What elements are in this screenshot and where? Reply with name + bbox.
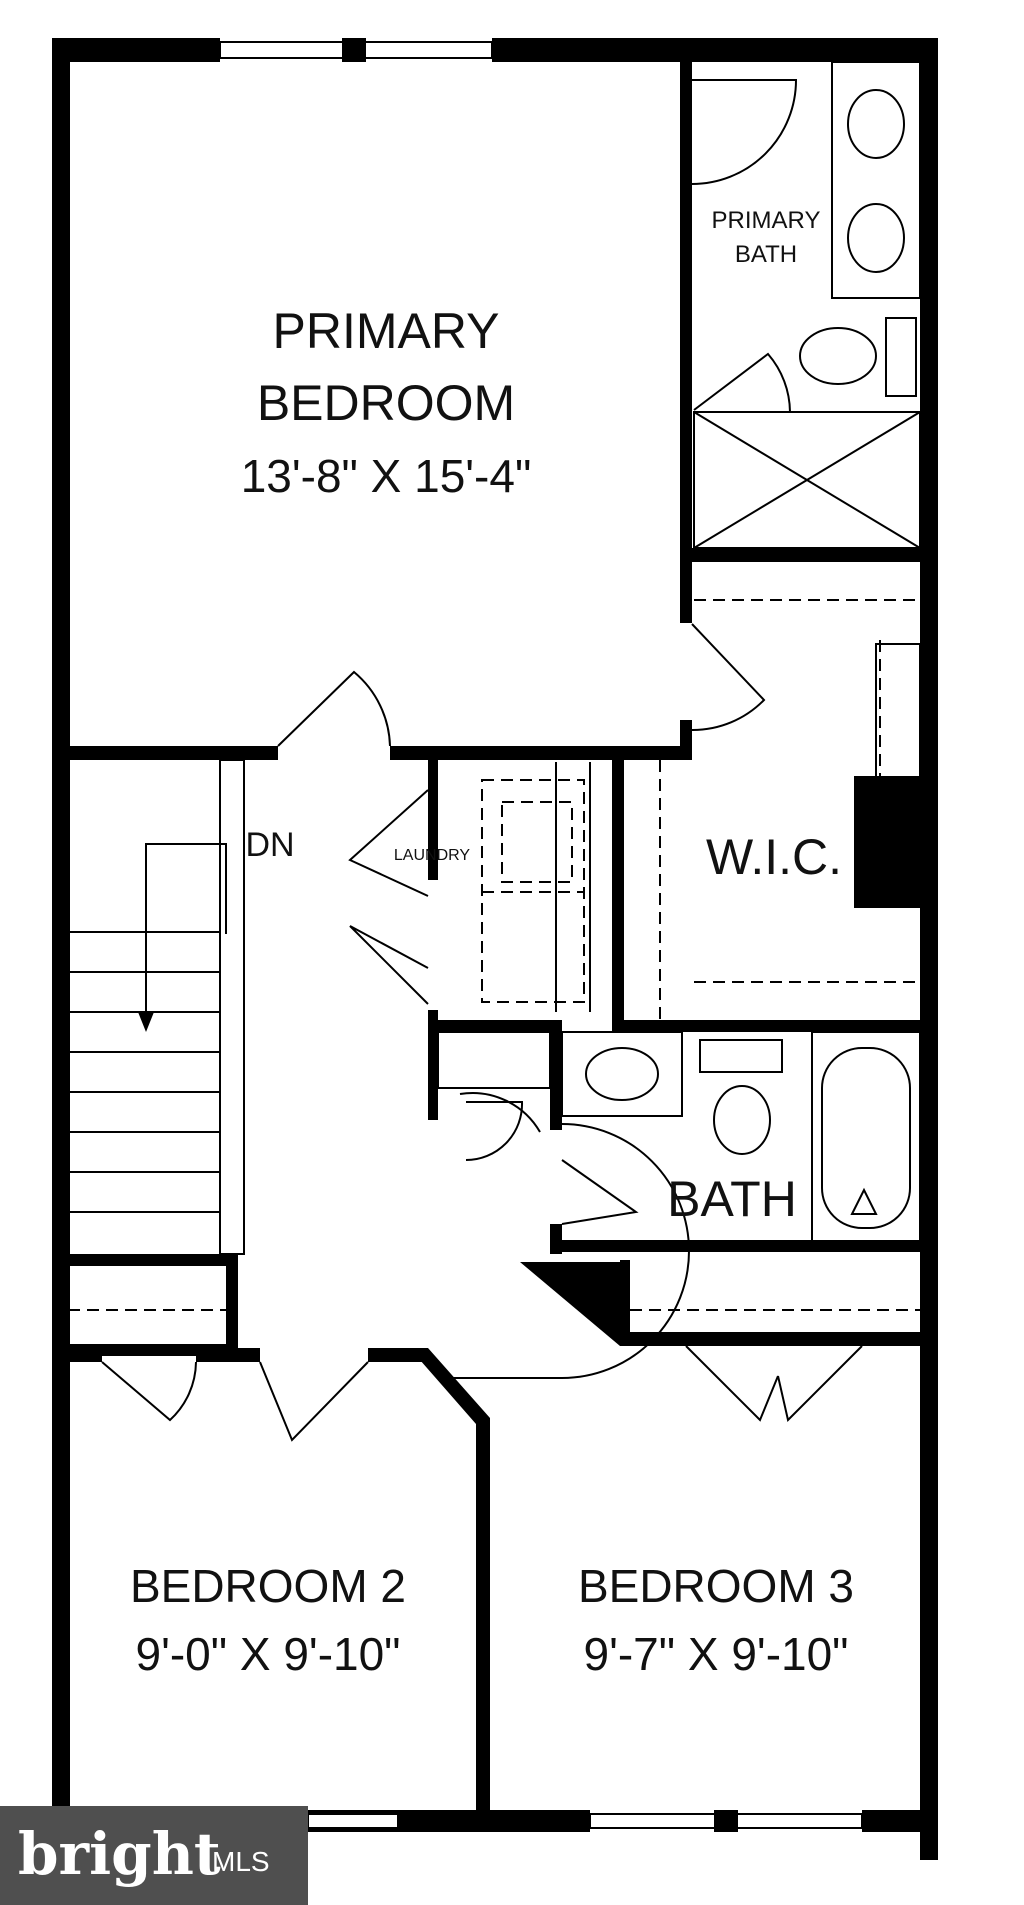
closet-shelving xyxy=(68,1031,920,1311)
bedroom3-dimensions: 9'-7" X 9'-10" xyxy=(583,1628,848,1680)
laundry-appliances xyxy=(481,762,591,1012)
laundry-label: LAUNDRY xyxy=(394,847,471,864)
bath-label: BATH xyxy=(667,1171,797,1227)
primary-bedroom-dimensions: 13'-8" X 15'-4" xyxy=(241,450,532,502)
bedroom2-dimensions: 9'-0" X 9'-10" xyxy=(135,1628,400,1680)
room-labels: PRIMARY BEDROOM 13'-8" X 15'-4" PRIMARY … xyxy=(130,207,854,1680)
stair-arrow-icon xyxy=(138,1012,154,1032)
primary-bedroom-label-line2: BEDROOM xyxy=(257,375,515,431)
doors xyxy=(101,79,863,1442)
bedroom3-label: BEDROOM 3 xyxy=(578,1560,854,1612)
wic-label: W.I.C. xyxy=(706,829,842,885)
primary-bath-fixtures xyxy=(693,61,921,549)
bedroom2-label: BEDROOM 2 xyxy=(130,1560,406,1612)
stairs-down-label: DN xyxy=(245,826,294,864)
watermark-suffix: MLS xyxy=(212,1846,270,1877)
windows xyxy=(219,38,863,1832)
bright-mls-watermark: bright MLS xyxy=(0,1806,308,1905)
interior-walls xyxy=(52,38,920,1810)
wic-shelving xyxy=(659,599,921,1020)
primary-bath-label-line1: PRIMARY xyxy=(712,207,821,234)
primary-bath-label-line2: BATH xyxy=(735,241,797,268)
primary-bedroom-label-line1: PRIMARY xyxy=(273,303,500,359)
exterior-walls xyxy=(52,38,938,1860)
bath-fixtures xyxy=(561,1031,921,1243)
stairs xyxy=(70,759,245,1255)
watermark-brand: bright xyxy=(18,1820,221,1888)
